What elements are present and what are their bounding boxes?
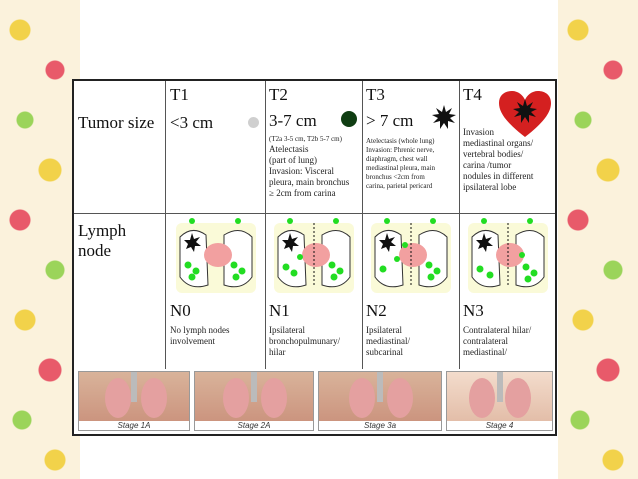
stage-image-3a: Stage 3a	[318, 371, 442, 431]
n1-line: bronchopulmunary/	[269, 336, 340, 346]
n0-line: involvement	[170, 336, 215, 346]
t3-detail: mediastinal pleura, main	[366, 164, 436, 172]
t2-detail: (part of lung)	[269, 155, 317, 165]
n3-label: N3	[463, 301, 484, 320]
t4-detail: Invasion	[463, 127, 494, 137]
heart-tumor-icon	[499, 91, 551, 137]
t4-detail: ipsilateral lobe	[463, 182, 517, 192]
n3-cell: N3 Contralateral hilar/ contralateral me…	[463, 301, 555, 358]
t2-label: T2	[269, 85, 288, 104]
n2-cell: N2 Ipsilateral mediastinal/ subcarinal	[366, 301, 458, 358]
t2-detail: ≥ 2cm from carina	[269, 188, 336, 198]
tumor-dot-icon	[248, 117, 259, 128]
n1-cell: N1 Ipsilateral bronchopulmunary/ hilar	[269, 301, 361, 358]
n0-cell: N0 No lymph nodes involvement	[170, 301, 262, 347]
stage-label: Stage 4	[447, 421, 552, 430]
t4-detail: carina /tumor	[463, 160, 512, 170]
grid-line	[265, 81, 266, 369]
lung-shape	[223, 378, 249, 418]
lung-shape	[469, 378, 495, 418]
t1-cell: T1 <3 cm	[170, 85, 262, 133]
lymph-diagram-n3	[468, 218, 548, 293]
lung-shape	[505, 378, 531, 418]
n2-line: subcarinal	[366, 347, 403, 357]
stage-image-1a: Stage 1A	[78, 371, 190, 431]
t4-detail: vertebral bodies/	[463, 149, 524, 159]
t3-detail: diaphragm, chest wall	[366, 155, 428, 163]
row-header-line: Lymph	[78, 221, 127, 240]
t2-detail: Atelectasis	[269, 144, 309, 154]
n3-line: Contralateral hilar/	[463, 325, 532, 335]
t2-cell: T2 3-7 cm (T2a 3-5 cm, T2b 5-7 cm) Atele…	[269, 85, 361, 199]
n0-label: N0	[170, 301, 191, 320]
t3-detail: Atelectasis (whole lung)	[366, 137, 435, 145]
stage-label: Stage 2A	[195, 421, 313, 430]
t2-detail: Invasion: Visceral	[269, 166, 335, 176]
t4-label: T4	[463, 85, 482, 104]
t4-detail: mediastinal organs/	[463, 138, 534, 148]
t2-detail: (T2a 3-5 cm, T2b 5-7 cm)	[269, 135, 342, 143]
n2-line: mediastinal/	[366, 336, 410, 346]
lung-shape	[387, 378, 413, 418]
lymph-diagram-n1	[274, 218, 354, 293]
n1-line: Ipsilateral	[269, 325, 305, 335]
lung-shape	[261, 378, 287, 418]
t1-label: T1	[170, 85, 189, 104]
t2-detail: pleura, main bronchus	[269, 177, 350, 187]
lung-shape	[349, 378, 375, 418]
n0-line: No lymph nodes	[170, 325, 230, 335]
n1-label: N1	[269, 301, 290, 320]
row-header-line: node	[78, 241, 112, 260]
stage-image-4: Stage 4	[446, 371, 553, 431]
t1-size: <3 cm	[170, 113, 214, 132]
t3-detail: carina, parietal pericard	[366, 182, 433, 190]
trachea-shape	[377, 372, 383, 402]
decorative-border-right	[558, 0, 638, 479]
row-header-lymph-node: Lymph node	[78, 221, 164, 261]
grid-line	[165, 81, 166, 369]
trachea-shape	[497, 372, 503, 402]
n2-line: Ipsilateral	[366, 325, 402, 335]
grid-line	[74, 213, 555, 214]
row-header-tumor-size: Tumor size	[78, 113, 155, 132]
t3-detail: bronchus <2cm from	[366, 173, 425, 181]
grid-line	[362, 81, 363, 369]
lung-shape	[105, 378, 131, 418]
t3-cell: T3 > 7 cm Atelectasis (whole lung) Invas…	[366, 85, 458, 191]
n3-line: contralateral	[463, 336, 508, 346]
lymph-diagram-n2	[371, 218, 451, 293]
tnm-staging-table: Tumor size Lymph node T1 <3 cm T2 3-7 cm…	[72, 79, 557, 436]
t4-cell: T4 Invasion mediastinal organs/ vertebra…	[463, 85, 555, 193]
lung-shape	[141, 378, 167, 418]
stage-image-2a: Stage 2A	[194, 371, 314, 431]
t3-label: T3	[366, 85, 385, 104]
t3-size: > 7 cm	[366, 111, 414, 130]
tumor-dot-icon	[341, 111, 357, 127]
n1-line: hilar	[269, 347, 286, 357]
n3-line: mediastinal/	[463, 347, 507, 357]
lymph-diagram-n0	[176, 218, 256, 293]
trachea-shape	[251, 372, 257, 402]
grid-line	[459, 81, 460, 369]
t4-detail: nodules in different	[463, 171, 534, 181]
tumor-starburst-icon	[432, 105, 456, 129]
trachea-shape	[131, 372, 137, 402]
t3-detail: Invasion: Phrenic nerve,	[366, 146, 435, 154]
stage-label: Stage 1A	[79, 421, 189, 430]
n2-label: N2	[366, 301, 387, 320]
decorative-border-left	[0, 0, 80, 479]
stage-label: Stage 3a	[319, 421, 441, 430]
t2-size: 3-7 cm	[269, 111, 317, 130]
